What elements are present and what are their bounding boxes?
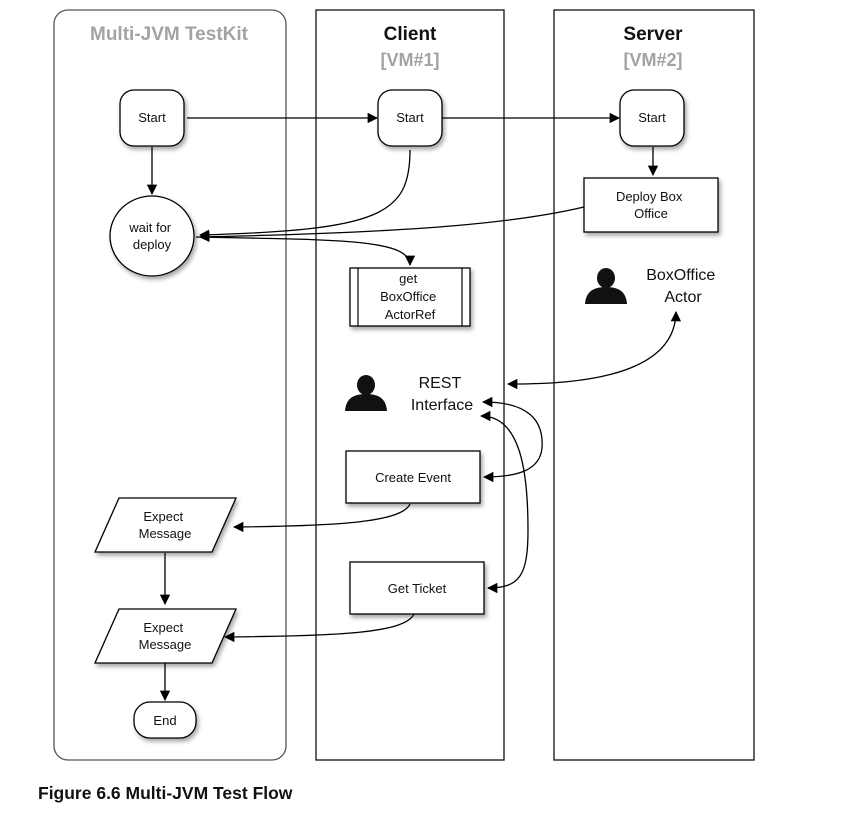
rest-interface-actor: REST Interface: [345, 375, 473, 414]
person-icon: [585, 268, 627, 304]
server-start-label: Start: [638, 110, 666, 125]
arrow-create-event-to-expect-1: [232, 503, 411, 533]
end-node: End: [133, 701, 197, 739]
server-start-node: Start: [619, 89, 685, 147]
expect-message-1-label: Expect Message: [139, 509, 192, 541]
lane-subtitle-client: [VM#1]: [380, 50, 439, 70]
end-label: End: [153, 713, 176, 728]
arrow-deploy-to-wait: [198, 206, 585, 242]
rest-interface-label: REST Interface: [411, 375, 473, 414]
client-start-label: Start: [396, 110, 424, 125]
flow-diagram: Multi-JVM TestKit Client [VM#1] Server […: [53, 9, 755, 761]
expect-message-2-node: Expect Message: [93, 608, 238, 664]
figure-caption: Figure 6.6 Multi-JVM Test Flow: [38, 783, 293, 803]
arrow-rest-create-event: [481, 396, 543, 483]
deploy-box-office-label: Deploy Box Office: [616, 189, 686, 221]
lane-testkit: [53, 9, 287, 761]
deploy-box-office-node: Deploy Box Office: [583, 177, 719, 233]
testkit-start-node: Start: [119, 89, 185, 147]
arrow-wait-to-get-actorref: [195, 236, 416, 267]
boxoffice-actor: BoxOffice Actor: [585, 267, 720, 306]
lane-subtitle-server: [VM#2]: [623, 50, 682, 70]
get-ticket-node: Get Ticket: [349, 561, 485, 615]
get-ticket-label: Get Ticket: [388, 581, 447, 596]
create-event-label: Create Event: [375, 470, 451, 485]
lane-title-client: Client: [384, 24, 437, 45]
get-actorref-node: get BoxOffice ActorRef: [349, 267, 471, 327]
expect-message-2-label: Expect Message: [139, 620, 192, 652]
get-actorref-label: get BoxOffice ActorRef: [380, 271, 440, 322]
arrow-client-start-to-wait: [198, 149, 411, 240]
lane-title-testkit: Multi-JVM TestKit: [90, 24, 249, 45]
arrow-get-ticket-to-expect-2: [223, 613, 415, 643]
expect-message-1-node: Expect Message: [93, 497, 238, 553]
boxoffice-actor-label: BoxOffice Actor: [646, 267, 720, 306]
testkit-start-label: Start: [138, 110, 166, 125]
person-icon: [345, 375, 387, 411]
lane-title-server: Server: [623, 24, 683, 45]
create-event-node: Create Event: [345, 450, 481, 504]
wait-for-deploy-label: wait for deploy: [128, 220, 175, 252]
wait-for-deploy-node: wait for deploy: [109, 195, 195, 277]
arrow-rest-boxoffice: [506, 310, 682, 390]
arrow-rest-get-ticket: [479, 410, 529, 594]
client-start-node: Start: [377, 89, 443, 147]
